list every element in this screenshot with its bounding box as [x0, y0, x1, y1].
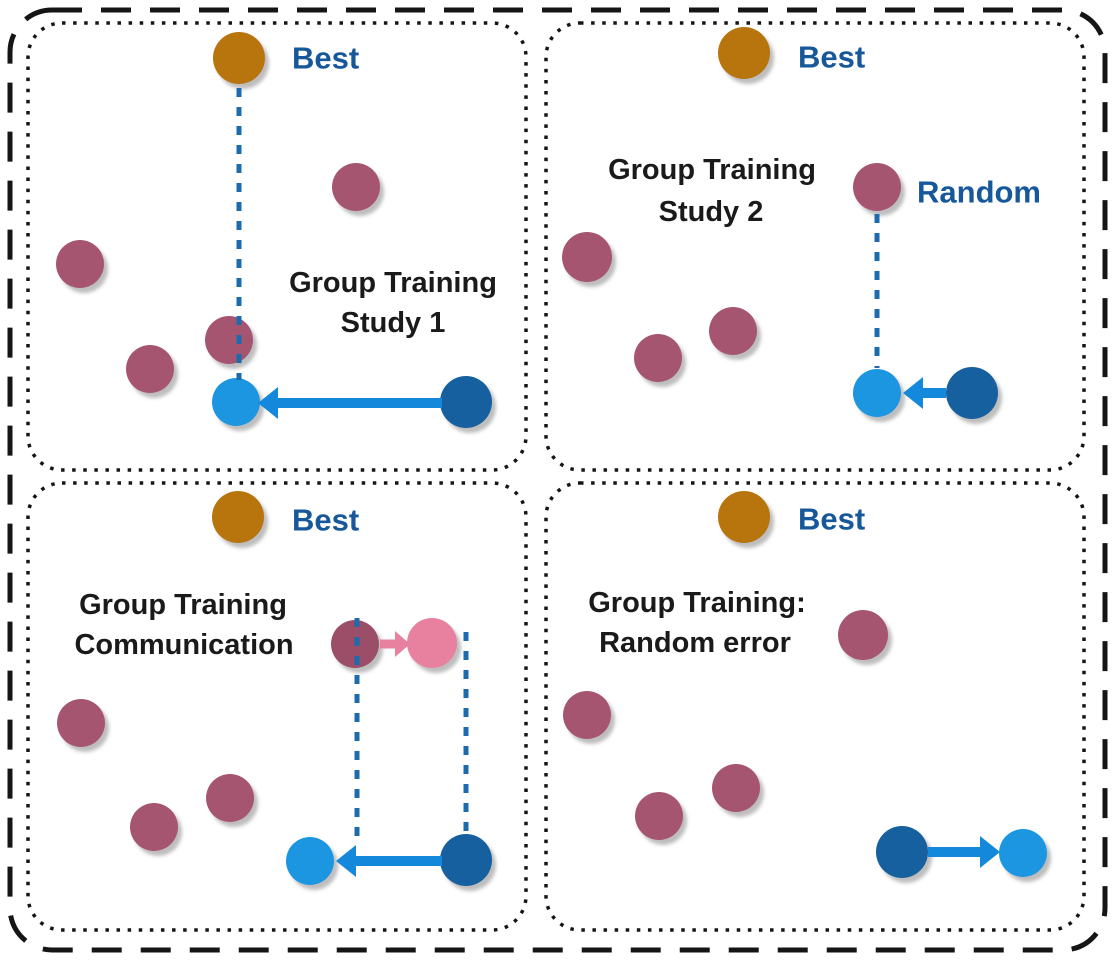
best-label: Best	[292, 503, 359, 538]
best-position-dot	[212, 491, 264, 543]
best-position-dot	[213, 32, 265, 84]
random-error-arrow-head	[980, 836, 1000, 868]
panel-frame-random-error	[544, 481, 1086, 932]
particle-dot	[634, 334, 682, 382]
particle-dot	[332, 163, 380, 211]
panel-title-line: Group Training	[79, 589, 287, 621]
best-label: Best	[798, 502, 865, 537]
communication-arrow	[380, 631, 410, 657]
panel-frame-communication	[26, 481, 528, 932]
gbest-update-arrow-head	[258, 387, 278, 419]
old-gbest-dot	[440, 376, 492, 428]
communication-arrow-head	[395, 631, 410, 657]
old-gbest-dot	[440, 834, 492, 886]
best-position-dot	[718, 491, 770, 543]
new-gbest-dot	[999, 829, 1047, 877]
gbest-update-arrow	[336, 845, 442, 877]
particle-dot	[57, 699, 105, 747]
panel-title-line: Random error	[599, 627, 791, 659]
particle-dot	[206, 774, 254, 822]
particle-dot	[709, 307, 757, 355]
random-label: Random	[917, 175, 1041, 210]
new-gbest-dot	[212, 378, 260, 426]
particle-dot	[635, 792, 683, 840]
random-particle-dot	[853, 163, 901, 211]
particle-dot	[563, 691, 611, 739]
gbest-update-arrow-head	[903, 377, 923, 409]
communicated-particle-dot	[407, 618, 457, 668]
best-label: Best	[798, 40, 865, 75]
panel-frame-study-1	[26, 21, 528, 472]
panel-title-line: Group Training	[289, 267, 497, 299]
particle-dot	[130, 803, 178, 851]
gbest-update-arrow-head	[336, 845, 356, 877]
new-gbest-dot	[853, 369, 901, 417]
new-gbest-dot	[286, 837, 334, 885]
particle-dot	[56, 240, 104, 288]
panel-title-line: Study 2	[659, 196, 764, 228]
particle-dot	[562, 232, 612, 282]
gbest-update-arrow	[258, 387, 442, 419]
panel-title-line: Communication	[74, 629, 293, 661]
best-position-dot	[718, 27, 770, 79]
old-gbest-dot	[946, 367, 998, 419]
old-gbest-dot	[876, 826, 928, 878]
panel-title-line: Group Training	[608, 154, 816, 186]
gbest-update-arrow	[903, 377, 946, 409]
particle-dot	[838, 610, 888, 660]
outer-dashed-frame	[7, 7, 1108, 953]
particle-dot	[205, 316, 253, 364]
panel-title-line: Study 1	[341, 307, 446, 339]
best-label: Best	[292, 41, 359, 76]
particle-dot	[712, 764, 760, 812]
panel-title-line: Group Training:	[588, 587, 806, 619]
random-error-arrow	[928, 836, 1000, 868]
panel-frame-study-2	[544, 21, 1086, 472]
particle-dot	[126, 345, 174, 393]
